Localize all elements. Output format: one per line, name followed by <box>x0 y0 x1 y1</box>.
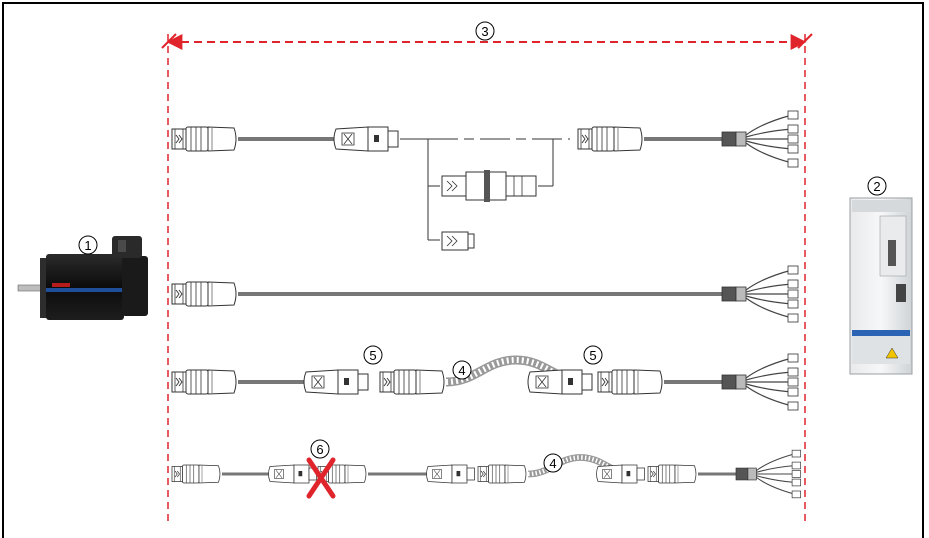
cable-row-4: 4 6 <box>171 439 802 499</box>
callout-5-left-label: 5 <box>369 348 376 363</box>
cable-row-1 <box>171 110 799 251</box>
callout-5-right: 5 <box>583 345 603 365</box>
drive-controller-icon: 2 <box>849 176 913 375</box>
red-x-icon <box>306 457 336 499</box>
adapter-connector <box>441 170 537 202</box>
callout-3-label: 3 <box>481 24 488 39</box>
callout-5-right-label: 5 <box>589 348 596 363</box>
callout-4-row4-label: 4 <box>549 456 556 471</box>
callout-6: 6 <box>310 439 330 459</box>
length-dimension: 3 <box>161 21 813 522</box>
cable-row-2 <box>171 265 799 323</box>
terminator-plug <box>441 231 475 251</box>
callout-4-row3: 4 <box>452 360 472 380</box>
callout-1-label: 1 <box>84 238 91 253</box>
callout-4-row3-label: 4 <box>458 363 465 378</box>
cable-row-3: 5 4 5 <box>171 345 799 411</box>
callout-1: 1 <box>78 235 98 255</box>
callout-2-label: 2 <box>873 179 880 194</box>
callout-5-left: 5 <box>363 345 383 365</box>
callout-6-label: 6 <box>316 442 323 457</box>
callout-3: 3 <box>475 21 495 41</box>
servo-motor-icon: 1 <box>17 235 148 320</box>
callout-4-row4: 4 <box>543 453 563 473</box>
callout-2: 2 <box>867 176 887 196</box>
